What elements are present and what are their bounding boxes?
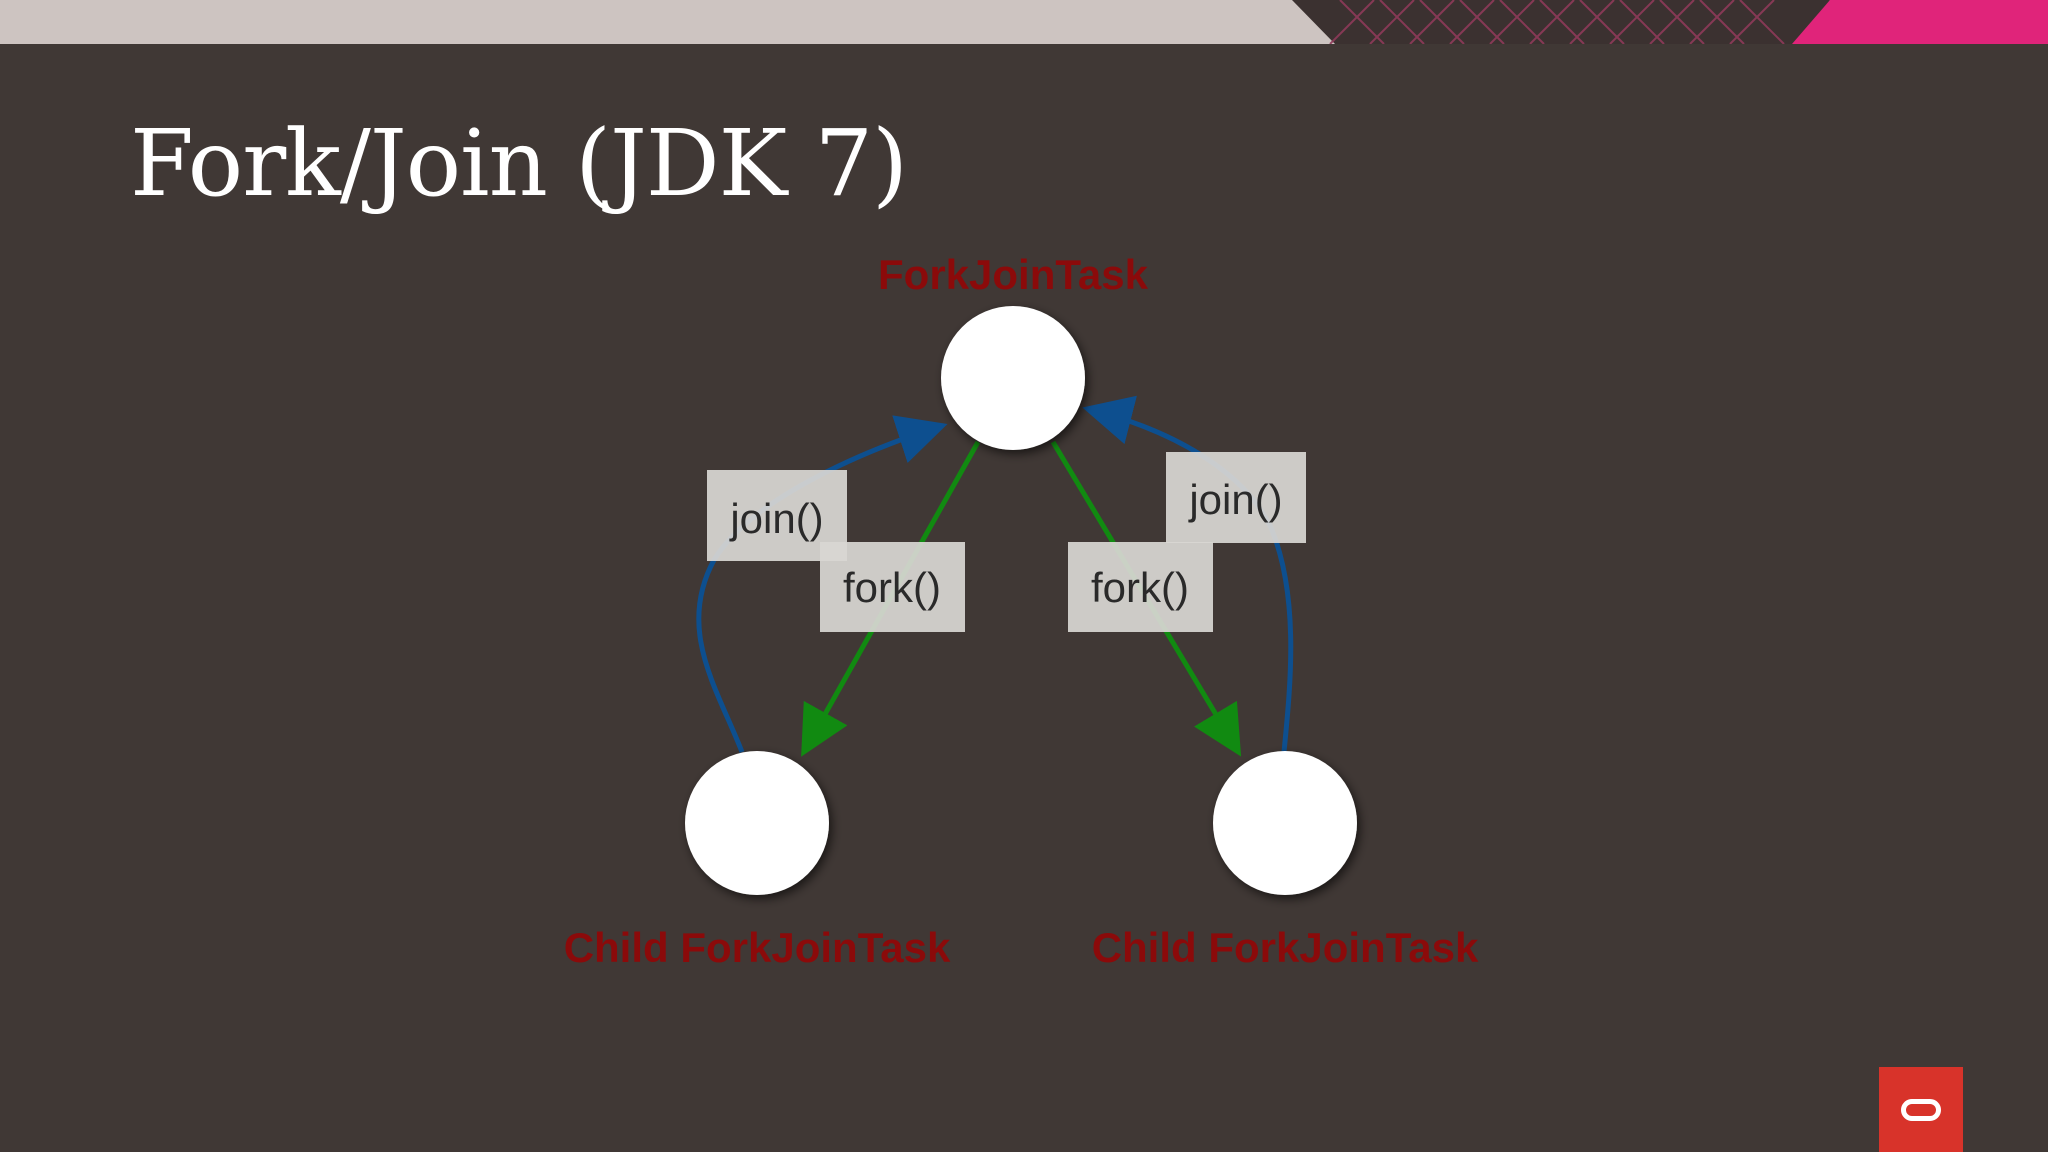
logo-ring-shape (1901, 1098, 1941, 1121)
parent-task-label: ForkJoinTask (878, 251, 1149, 298)
child-task-label-right: Child ForkJoinTask (1092, 924, 1479, 971)
fork-label-right: fork() (1091, 564, 1189, 611)
join-label-box-right (1166, 452, 1306, 543)
fork-label-box-left (820, 542, 965, 632)
slide-title: Fork/Join (JDK 7) (130, 110, 908, 217)
top-decoration (1292, 0, 2048, 44)
fork-label-box-right (1068, 542, 1213, 632)
child-task-node-left (685, 751, 829, 895)
join-label-right: join() (1187, 476, 1282, 523)
parent-task-node (941, 306, 1085, 450)
child-task-label-left: Child ForkJoinTask (564, 924, 951, 971)
child-task-node-right (1213, 751, 1357, 895)
oracle-logo-icon (1879, 1067, 1963, 1152)
fork-label-left: fork() (843, 564, 941, 611)
join-label-left: join() (728, 495, 823, 542)
